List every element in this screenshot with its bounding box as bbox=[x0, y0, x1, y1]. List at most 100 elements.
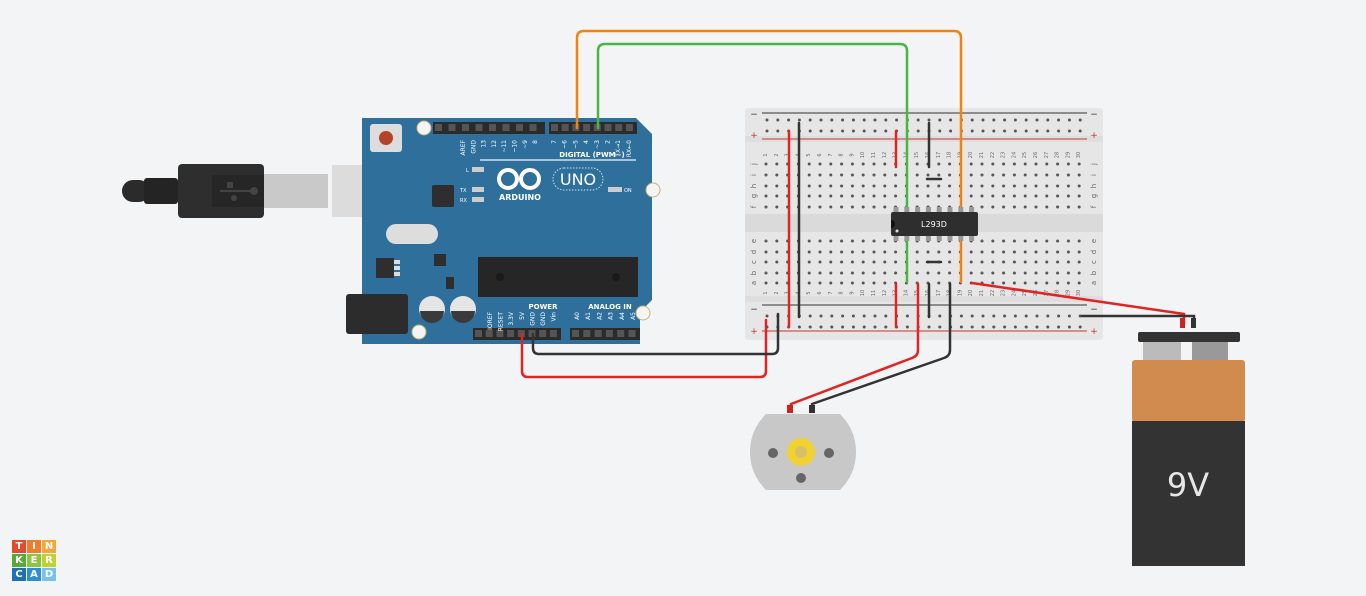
breadboard-hole[interactable] bbox=[776, 129, 780, 133]
breadboard-hole[interactable] bbox=[1034, 162, 1038, 166]
breadboard-hole[interactable] bbox=[915, 162, 919, 166]
breadboard-hole[interactable] bbox=[894, 271, 898, 275]
breadboard-hole[interactable] bbox=[970, 118, 974, 122]
breadboard-hole[interactable] bbox=[883, 271, 887, 275]
breadboard-hole[interactable] bbox=[861, 184, 865, 188]
breadboard-hole[interactable] bbox=[807, 260, 811, 264]
header-pin[interactable] bbox=[507, 330, 515, 337]
breadboard-hole[interactable] bbox=[1012, 281, 1016, 285]
breadboard-hole[interactable] bbox=[916, 118, 920, 122]
breadboard-hole[interactable] bbox=[872, 162, 876, 166]
breadboard-hole[interactable] bbox=[1057, 129, 1061, 133]
breadboard-hole[interactable] bbox=[807, 184, 811, 188]
breadboard-hole[interactable] bbox=[895, 118, 899, 122]
breadboard-hole[interactable] bbox=[981, 314, 985, 318]
breadboard-hole[interactable] bbox=[819, 325, 823, 329]
breadboard-hole[interactable] bbox=[830, 129, 834, 133]
breadboard-hole[interactable] bbox=[872, 173, 876, 177]
breadboard-hole[interactable] bbox=[872, 205, 876, 209]
breadboard-hole[interactable] bbox=[948, 194, 952, 198]
breadboard-hole[interactable] bbox=[1012, 184, 1016, 188]
breadboard-hole[interactable] bbox=[829, 239, 833, 243]
header-pin[interactable] bbox=[615, 124, 623, 131]
breadboard-hole[interactable] bbox=[872, 194, 876, 198]
header-pin[interactable] bbox=[561, 124, 569, 131]
breadboard-hole[interactable] bbox=[818, 260, 822, 264]
breadboard-hole[interactable] bbox=[883, 162, 887, 166]
header-pin[interactable] bbox=[617, 330, 625, 337]
breadboard-hole[interactable] bbox=[1077, 173, 1081, 177]
breadboard-hole[interactable] bbox=[1023, 173, 1027, 177]
breadboard-hole[interactable] bbox=[948, 173, 952, 177]
breadboard-hole[interactable] bbox=[883, 205, 887, 209]
breadboard-hole[interactable] bbox=[1045, 162, 1049, 166]
breadboard-hole[interactable] bbox=[873, 129, 877, 133]
breadboard-hole[interactable] bbox=[1012, 250, 1016, 254]
breadboard-hole[interactable] bbox=[808, 314, 812, 318]
breadboard-hole[interactable] bbox=[1067, 129, 1071, 133]
breadboard-hole[interactable] bbox=[851, 314, 855, 318]
breadboard-hole[interactable] bbox=[1012, 173, 1016, 177]
breadboard-hole[interactable] bbox=[1056, 194, 1060, 198]
breadboard-hole[interactable] bbox=[1045, 239, 1049, 243]
breadboard-hole[interactable] bbox=[1002, 162, 1006, 166]
breadboard-hole[interactable] bbox=[1034, 173, 1038, 177]
breadboard-hole[interactable] bbox=[969, 260, 973, 264]
breadboard-hole[interactable] bbox=[765, 118, 769, 122]
breadboard-hole[interactable] bbox=[775, 239, 779, 243]
breadboard-hole[interactable] bbox=[819, 314, 823, 318]
dc-motor[interactable] bbox=[750, 405, 856, 490]
breadboard-hole[interactable] bbox=[850, 250, 854, 254]
header-pin[interactable] bbox=[628, 330, 636, 337]
breadboard-hole[interactable] bbox=[969, 271, 973, 275]
breadboard-hole[interactable] bbox=[959, 314, 963, 318]
breadboard-hole[interactable] bbox=[1066, 271, 1070, 275]
breadboard-hole[interactable] bbox=[1066, 205, 1070, 209]
header-pin[interactable] bbox=[475, 124, 483, 131]
breadboard-hole[interactable] bbox=[969, 194, 973, 198]
breadboard-hole[interactable] bbox=[991, 173, 995, 177]
usb-cable[interactable] bbox=[122, 164, 402, 218]
breadboard-hole[interactable] bbox=[1078, 325, 1082, 329]
breadboard-hole[interactable] bbox=[884, 129, 888, 133]
breadboard-hole[interactable] bbox=[991, 239, 995, 243]
breadboard-hole[interactable] bbox=[1057, 325, 1061, 329]
breadboard-hole[interactable] bbox=[872, 281, 876, 285]
breadboard-hole[interactable] bbox=[883, 239, 887, 243]
breadboard-hole[interactable] bbox=[862, 118, 866, 122]
breadboard-hole[interactable] bbox=[850, 162, 854, 166]
breadboard-hole[interactable] bbox=[807, 250, 811, 254]
breadboard-hole[interactable] bbox=[1002, 184, 1006, 188]
breadboard-hole[interactable] bbox=[830, 118, 834, 122]
breadboard-hole[interactable] bbox=[1046, 314, 1050, 318]
breadboard-hole[interactable] bbox=[1002, 194, 1006, 198]
breadboard-hole[interactable] bbox=[1034, 250, 1038, 254]
breadboard-hole[interactable] bbox=[915, 271, 919, 275]
breadboard-hole[interactable] bbox=[1078, 314, 1082, 318]
breadboard-hole[interactable] bbox=[850, 184, 854, 188]
breadboard-hole[interactable] bbox=[905, 325, 909, 329]
breadboard-hole[interactable] bbox=[916, 129, 920, 133]
breadboard-hole[interactable] bbox=[840, 281, 844, 285]
breadboard-hole[interactable] bbox=[992, 129, 996, 133]
breadboard-hole[interactable] bbox=[1023, 250, 1027, 254]
header-pin[interactable] bbox=[435, 124, 442, 131]
breadboard-hole[interactable] bbox=[1024, 118, 1028, 122]
breadboard-hole[interactable] bbox=[829, 271, 833, 275]
breadboard-hole[interactable] bbox=[807, 239, 811, 243]
breadboard-hole[interactable] bbox=[807, 281, 811, 285]
breadboard-hole[interactable] bbox=[1034, 205, 1038, 209]
breadboard-hole[interactable] bbox=[1002, 271, 1006, 275]
breadboard-hole[interactable] bbox=[807, 205, 811, 209]
breadboard-hole[interactable] bbox=[818, 239, 822, 243]
breadboard-hole[interactable] bbox=[1045, 271, 1049, 275]
breadboard-hole[interactable] bbox=[949, 129, 953, 133]
breadboard-hole[interactable] bbox=[1056, 250, 1060, 254]
breadboard-hole[interactable] bbox=[1056, 281, 1060, 285]
breadboard-hole[interactable] bbox=[819, 118, 823, 122]
breadboard-hole[interactable] bbox=[861, 250, 865, 254]
breadboard-hole[interactable] bbox=[1024, 325, 1028, 329]
breadboard-hole[interactable] bbox=[1067, 325, 1071, 329]
breadboard-hole[interactable] bbox=[841, 325, 845, 329]
breadboard-hole[interactable] bbox=[915, 184, 919, 188]
